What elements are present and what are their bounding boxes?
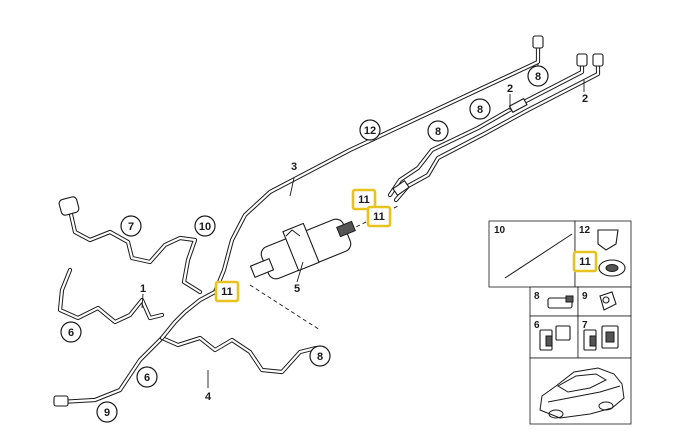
callout-8-mid-b: 8 [427, 120, 449, 142]
callout-11-upper: 11 [351, 188, 377, 211]
svg-text:11: 11 [358, 194, 370, 206]
label-1: 1 [140, 283, 146, 295]
callout-8-lower: 8 [309, 345, 331, 367]
svg-text:12: 12 [364, 125, 376, 137]
svg-text:10: 10 [494, 225, 506, 236]
hose-lower-left [53, 267, 319, 407]
label-5: 5 [294, 283, 300, 295]
label-2-left: 2 [507, 83, 513, 95]
svg-text:8: 8 [534, 291, 540, 302]
svg-text:7: 7 [582, 320, 588, 331]
svg-text:6: 6 [534, 320, 540, 331]
svg-text:8: 8 [535, 71, 541, 83]
svg-text:6: 6 [68, 327, 74, 339]
label-3: 3 [291, 161, 297, 173]
svg-text:11: 11 [373, 211, 385, 223]
svg-text:12: 12 [579, 225, 591, 236]
svg-text:8: 8 [477, 104, 483, 116]
car-silhouette-icon [539, 367, 625, 419]
hose-end-fitting [58, 196, 80, 216]
fuel-filter [249, 204, 401, 331]
svg-text:11: 11 [579, 256, 591, 268]
callout-12: 12 [359, 119, 381, 141]
parts-legend: 10 12 11 8 9 6 7 [488, 220, 632, 425]
svg-text:9: 9 [582, 291, 588, 302]
svg-text:7: 7 [128, 221, 134, 233]
connector-top-left [532, 35, 544, 49]
svg-text:8: 8 [435, 126, 441, 138]
label-2-right: 2 [582, 93, 588, 105]
svg-text:11: 11 [221, 286, 233, 298]
hose-end-fitting-lower [53, 395, 69, 407]
connector-top-right [592, 53, 604, 67]
hose-upper-left [58, 196, 203, 295]
callout-8-mid-a: 8 [469, 98, 491, 120]
svg-text:6: 6 [144, 372, 150, 384]
svg-text:9: 9 [104, 407, 110, 419]
callout-11-mid: 11 [366, 205, 392, 228]
svg-text:10: 10 [199, 221, 211, 233]
legend-cell-car [529, 357, 632, 425]
callout-6-lower: 6 [136, 366, 158, 388]
svg-text:8: 8 [317, 351, 323, 363]
callout-10: 10 [194, 215, 216, 237]
callout-11-left: 11 [214, 280, 240, 303]
label-4: 4 [205, 391, 212, 403]
main-fuel-line [212, 35, 604, 295]
callout-7: 7 [120, 215, 142, 237]
connector-top-mid [576, 53, 588, 67]
callout-8-top-right: 8 [527, 65, 549, 87]
callout-9: 9 [96, 401, 118, 423]
callout-6-left: 6 [60, 321, 82, 343]
legend-callout-11: 11 [572, 250, 598, 273]
legend-cell-10 [488, 220, 576, 288]
